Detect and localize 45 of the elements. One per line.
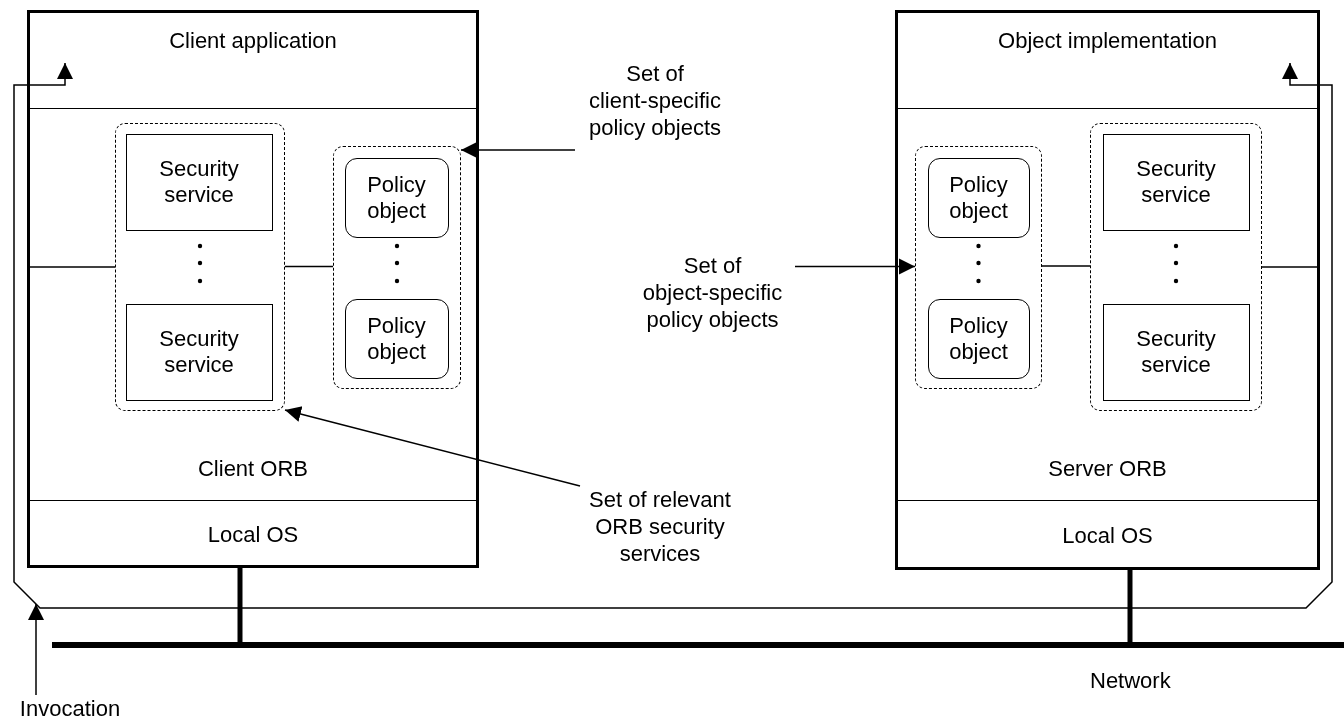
box-label: Policy object [948, 171, 1009, 224]
box-label: Policy object [366, 312, 427, 365]
dashed-group [915, 146, 1042, 389]
connector-line [237, 568, 243, 642]
box-label: Client application [168, 28, 338, 54]
box-label: Security service [158, 326, 240, 378]
service-box [125, 133, 273, 231]
box-label: Security service [1135, 156, 1217, 208]
dashed-group [1090, 123, 1262, 411]
box-label: Local OS [1061, 522, 1154, 549]
dashed-group [333, 146, 461, 389]
connector-line [1127, 570, 1133, 642]
arrow [28, 603, 44, 696]
box-label: Policy object [366, 171, 427, 224]
service-box [1102, 133, 1250, 231]
double-arrow [13, 62, 1333, 609]
callout-text: Set of relevant ORB security services [580, 486, 740, 567]
box-label: Client ORB [196, 456, 309, 482]
callout-text: Set of object-specific policy objects [630, 252, 795, 333]
connector-line [1041, 265, 1091, 267]
connector-line [284, 265, 334, 268]
policy-box [927, 298, 1030, 379]
network-bar [52, 642, 1344, 648]
box-label: Object implementation [997, 28, 1218, 54]
policy-box [344, 157, 449, 238]
box-label: Local OS [206, 521, 300, 548]
arrow [794, 258, 916, 275]
service-box [125, 303, 273, 401]
bar-caption: Network [1090, 668, 1171, 694]
policy-box [344, 298, 449, 379]
policy-box [927, 157, 1030, 238]
arrow [284, 406, 581, 487]
system-box [27, 10, 479, 568]
system-box [895, 10, 1320, 570]
connector-line [29, 266, 116, 268]
dashed-group [115, 123, 285, 411]
arrow [460, 142, 576, 158]
connector-line [1261, 266, 1318, 268]
callout-text: Invocation [5, 695, 135, 722]
box-label: Security service [1135, 326, 1217, 378]
callout-text: Set of client-specific policy objects [575, 60, 735, 141]
box-label: Server ORB [1047, 456, 1168, 482]
service-box [1102, 303, 1250, 401]
box-label: Policy object [948, 312, 1009, 365]
box-label: Security service [158, 156, 240, 208]
